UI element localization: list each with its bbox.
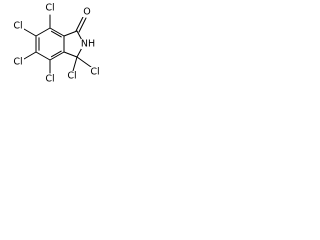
atom-label-cl-top: Cl (45, 3, 56, 14)
atom-label-cl-gem-left: Cl (67, 71, 78, 82)
atom-label-cl-bottom: Cl (45, 74, 56, 85)
benzene-ring (35, 27, 65, 61)
lactam-ring (63, 16, 87, 58)
atom-label-nitrogen: NH (81, 39, 96, 50)
atom-label-cl-bottom-text: Cl (45, 74, 54, 85)
atom-label-cl-lower-left-text: Cl (13, 57, 22, 68)
bond-ring-c1-c2 (49, 27, 65, 37)
atom-label-oxygen: O (82, 7, 92, 18)
bond-carbonyl-o-a (75, 16, 84, 32)
bond-ccl2-cl-left (72, 56, 78, 72)
atom-label-cl-gem-left-text: Cl (67, 71, 76, 82)
substituent-bonds (23, 14, 92, 74)
atom-label-cl-top-text: Cl (45, 3, 54, 14)
bond-c5-cl (23, 51, 37, 60)
bond-ring-c1-c2-inner (51, 30, 62, 38)
bond-ring-c3-c4-inner (51, 50, 62, 58)
bond-ccl2-c3 (63, 51, 78, 58)
atom-label-cl-gem-right: Cl (90, 67, 101, 78)
atom-label-cl-upper-left: Cl (13, 21, 24, 32)
bond-ring-c3-c4 (49, 51, 65, 61)
bond-c6-cl (23, 28, 37, 37)
atom-label-nitrogen-text: NH (81, 39, 95, 50)
bond-ring-c4-c5 (35, 51, 51, 61)
chemical-structure: Cl Cl Cl Cl Cl Cl NH O (13, 3, 101, 85)
bond-ccl2-cl-right (76, 56, 92, 68)
bond-ring-c6-c1 (35, 27, 51, 37)
bond-carbonyl-o-b (78, 17, 87, 33)
atom-label-oxygen-text: O (83, 7, 90, 18)
atom-label-cl-lower-left: Cl (13, 57, 24, 68)
bond-c2-carbonyl (63, 30, 78, 37)
atom-label-cl-gem-right-text: Cl (90, 67, 99, 78)
atom-label-cl-upper-left-text: Cl (13, 21, 22, 32)
